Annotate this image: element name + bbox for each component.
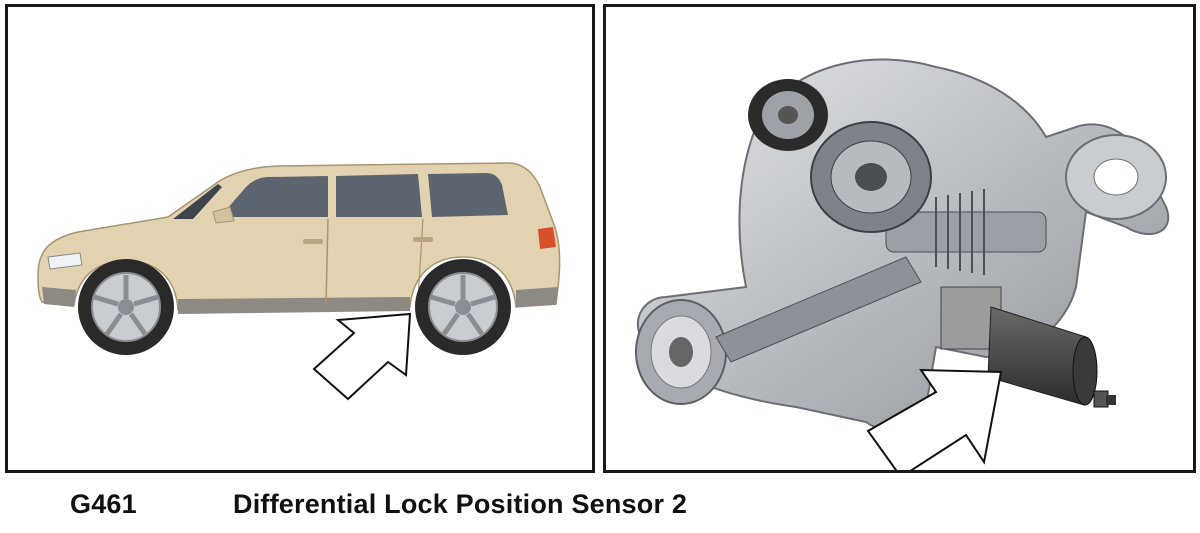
vehicle-panel: [5, 4, 595, 473]
differential-panel: [603, 4, 1196, 473]
suv-front-bumper: [42, 287, 76, 307]
suv-middle-window: [336, 174, 422, 217]
input-flange: [635, 299, 727, 405]
component-code: G461: [70, 489, 137, 519]
callout-arrow-icon: [866, 368, 1003, 470]
ring-gear: [810, 121, 932, 233]
suv-body: [37, 162, 561, 311]
suv-illustration: [37, 162, 561, 401]
position-sensor: [940, 286, 1116, 408]
drive-shaft: [885, 211, 1047, 253]
output-flange-left: [748, 79, 828, 151]
suv-taillight: [538, 227, 556, 249]
suv-windshield: [173, 184, 222, 219]
suv-front-wheel: [78, 259, 174, 355]
suv-rear-wheel: [415, 259, 511, 355]
differential-cutaway-illustration: [635, 58, 1170, 470]
callout-arrow-icon: [312, 312, 412, 401]
suv-rear-bumper: [516, 287, 558, 307]
mounting-bracket: [1065, 134, 1167, 220]
component-name: Differential Lock Position Sensor 2: [233, 489, 688, 519]
suv-side-cladding: [178, 297, 410, 314]
suv-front-window: [220, 176, 328, 217]
pinion-shaft: [715, 256, 922, 363]
suv-rear-window: [428, 173, 508, 217]
clutch-pack: [935, 189, 985, 275]
suv-headlight: [47, 252, 83, 270]
